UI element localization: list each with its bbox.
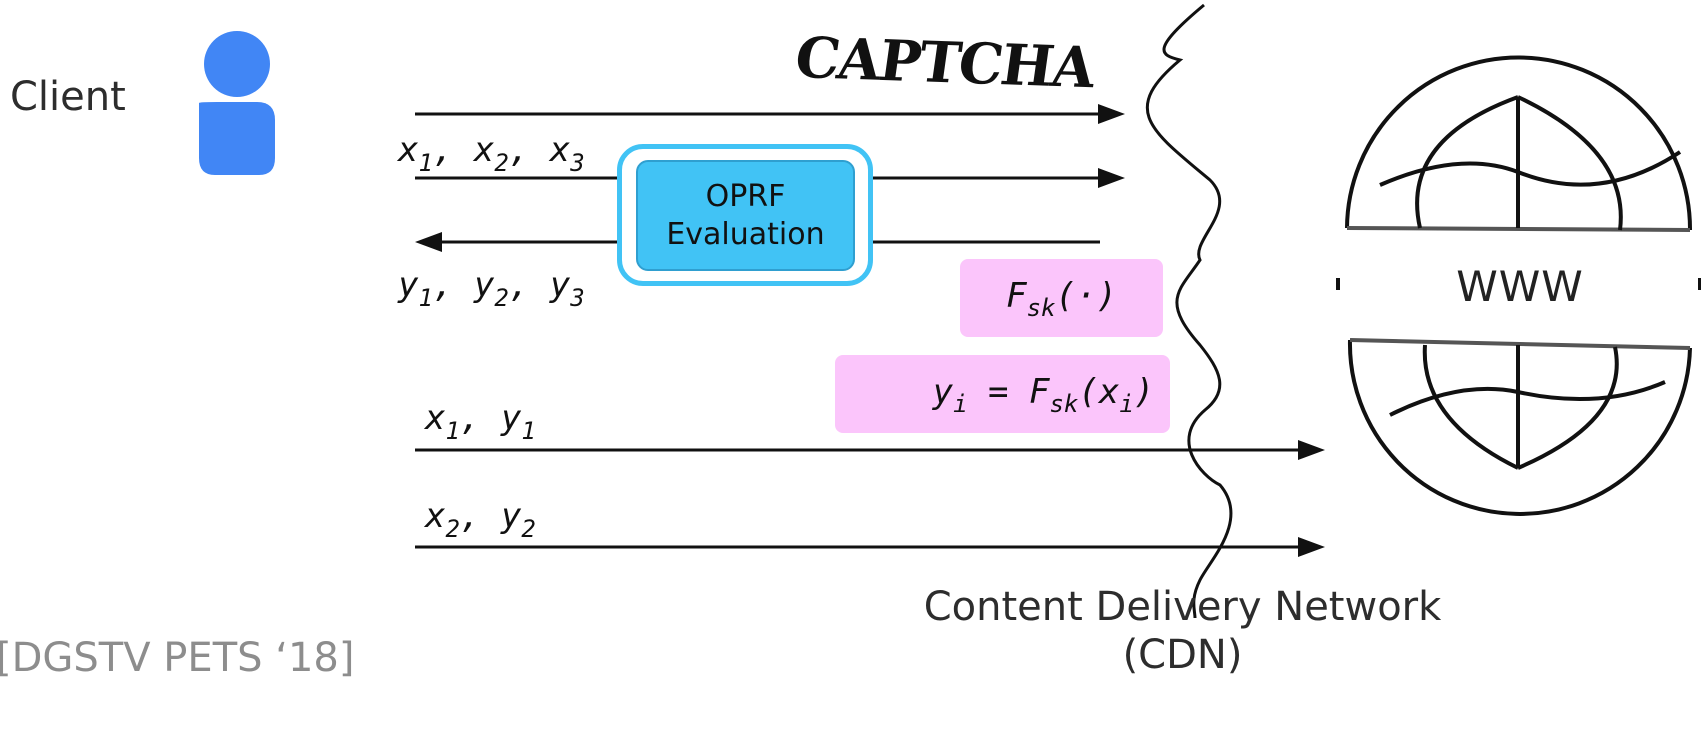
- outputs-label: y1, y2, y3: [398, 265, 585, 312]
- inputs-label: x1, x2, x3: [398, 130, 585, 177]
- cdn-label: Content Delivery Network (CDN): [923, 584, 1442, 678]
- oprf-label: OPRF: [705, 178, 786, 214]
- citation: [DGSTV PETS ‘18]: [0, 635, 355, 681]
- prf-equation-label: yi = Fsk(xi): [932, 371, 1155, 419]
- globe-icon: [1336, 55, 1701, 516]
- prf-function-box: Fsk(·): [960, 259, 1163, 337]
- oprf-sublabel: Evaluation: [666, 216, 825, 252]
- client-label: Client: [10, 74, 126, 120]
- oprf-evaluation-box: OPRF Evaluation: [636, 160, 855, 271]
- person-icon: [199, 31, 275, 175]
- pair1-label: x1, y1: [425, 398, 536, 445]
- pair2-label: x2, y2: [425, 496, 536, 543]
- prf-equation-box: yi = Fsk(xi): [835, 355, 1170, 433]
- cdn-boundary: [1145, 3, 1233, 619]
- prf-function-label: Fsk(·): [1006, 275, 1117, 323]
- www-label: WWW: [1456, 262, 1584, 311]
